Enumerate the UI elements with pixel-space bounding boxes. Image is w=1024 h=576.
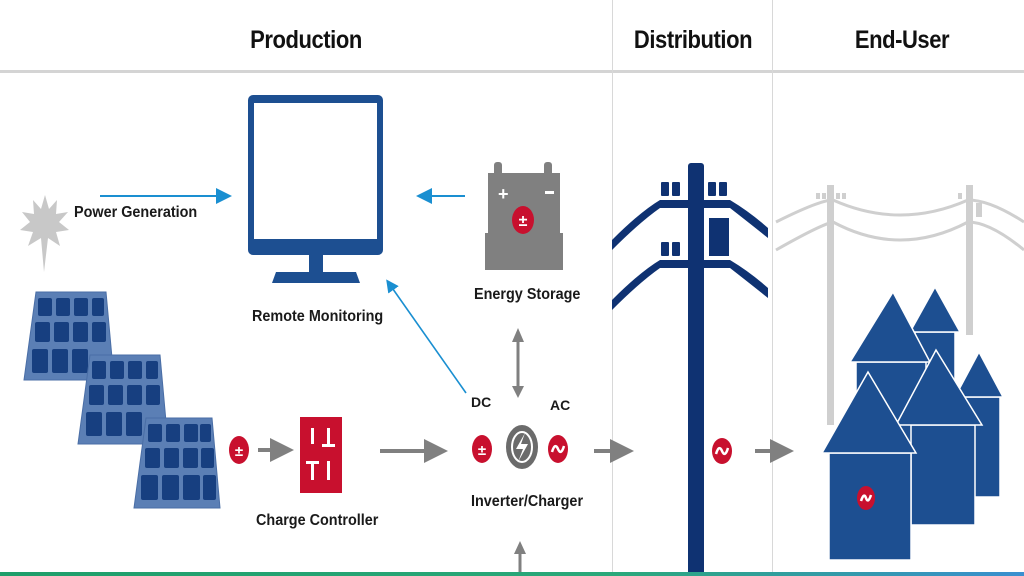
section-divider-right bbox=[772, 0, 773, 576]
section-divider-left bbox=[612, 0, 613, 576]
utility-pole-icon bbox=[612, 163, 768, 576]
section-header-end-user: End-User bbox=[854, 26, 950, 54]
label-energy-storage: Energy Storage bbox=[474, 286, 581, 303]
header-divider bbox=[0, 70, 1024, 73]
charge-controller-icon bbox=[300, 417, 342, 493]
house-icon-group bbox=[820, 285, 1005, 561]
svg-text:±: ± bbox=[478, 442, 486, 459]
battery-icon: + ± bbox=[485, 162, 563, 270]
ac-symbol-house bbox=[857, 486, 875, 510]
bottom-accent-bar bbox=[0, 572, 1024, 576]
label-inverter-charger: Inverter/Charger bbox=[471, 493, 584, 510]
svg-text:±: ± bbox=[519, 213, 528, 230]
arrow-storage-inverter bbox=[512, 328, 524, 398]
ac-symbol-inverter bbox=[548, 435, 568, 463]
inverter-lightning-icon bbox=[506, 425, 538, 469]
label-remote-monitoring: Remote Monitoring bbox=[252, 308, 384, 325]
ac-symbol-grid bbox=[712, 438, 732, 464]
background-poles bbox=[775, 185, 1024, 425]
arrow-grid-up bbox=[514, 541, 526, 576]
monitor-icon bbox=[248, 95, 383, 283]
label-power-generation: Power Generation bbox=[74, 204, 198, 221]
sun-icon bbox=[20, 195, 69, 272]
label-charge-controller: Charge Controller bbox=[256, 512, 379, 529]
dc-symbol-inverter: ± bbox=[472, 435, 492, 463]
solar-panel-icon bbox=[23, 291, 221, 509]
section-header-distribution: Distribution bbox=[633, 26, 753, 54]
svg-text:±: ± bbox=[235, 443, 243, 460]
label-dc: DC bbox=[471, 394, 492, 410]
arrow-inverter-to-monitor bbox=[386, 279, 467, 394]
svg-text:+: + bbox=[498, 184, 509, 204]
dc-symbol-panels: ± bbox=[229, 436, 249, 464]
label-ac: AC bbox=[550, 397, 571, 413]
section-header-production: Production bbox=[250, 26, 362, 54]
